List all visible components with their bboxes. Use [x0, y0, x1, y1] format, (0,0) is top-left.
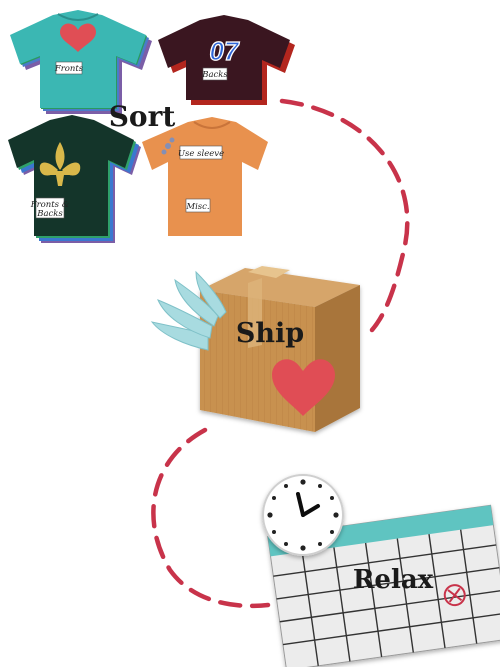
shirt-fronts-backs: Fronts & Backs: [8, 115, 141, 243]
shipping-box: [200, 266, 360, 432]
wing-icon: [150, 270, 227, 351]
backs-tag: Backs: [201, 70, 228, 80]
x-mark-icon: [443, 584, 466, 607]
heart-icon: [272, 359, 335, 416]
fronts-backs-tag-line2: Backs: [36, 209, 63, 219]
dashed-route: [151, 98, 410, 609]
fleur-de-lis-icon: [39, 142, 81, 186]
use-sleeve-tag: Use sleeve: [178, 149, 224, 159]
shirt-misc: Use sleeve Misc.: [142, 117, 268, 236]
fronts-tag: Fronts: [54, 64, 84, 74]
fronts-backs-tag-line1: Fronts &: [30, 200, 70, 210]
relax-label: Relax: [353, 565, 434, 595]
shirt-fronts: Fronts: [10, 10, 152, 114]
shirt-backs: 07 Backs: [158, 15, 295, 105]
clock-icon: [262, 474, 344, 556]
ship-label: Ship: [236, 318, 304, 349]
sort-label: Sort: [109, 100, 176, 133]
misc-tag: Misc.: [185, 202, 209, 212]
jersey-number: 07: [210, 36, 240, 66]
heart-icon: [60, 23, 96, 52]
